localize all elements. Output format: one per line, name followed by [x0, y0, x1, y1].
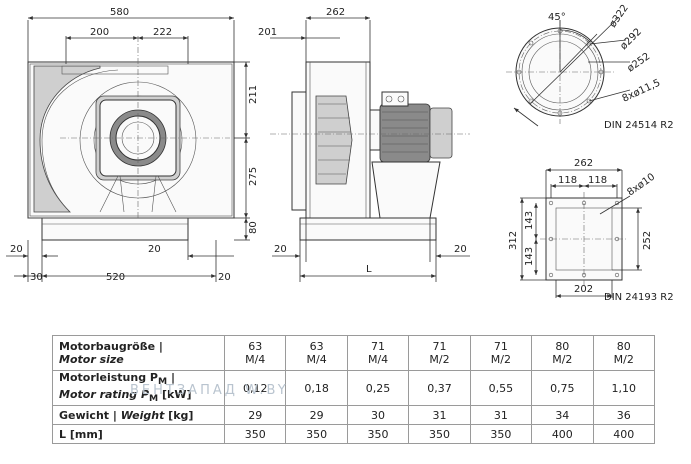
cell-motor-rating: 0,12	[223, 369, 287, 407]
flange-d292: ø292	[618, 27, 644, 53]
sq-flange-252: 252	[642, 231, 653, 250]
front-view	[27, 36, 235, 241]
cell-motor-rating: 0,25	[346, 369, 410, 407]
dim-front-275: 275	[248, 167, 259, 186]
cell-length: 350	[285, 424, 348, 445]
round-flange: 45° ø322 ø292 ø252 8xø11,5 DIN 24514 R2	[506, 3, 674, 131]
dim-side-20-left: 20	[274, 244, 287, 255]
table-row: Motorleistung PM | Motor rating PM [kW] …	[52, 369, 656, 407]
flange-square-ref: DIN 24193 R2	[604, 292, 674, 303]
watermark: ВЕНТЗАПАД W.BY	[130, 383, 289, 398]
square-flange: 262 118 118 8xø10 312 143 143 252 202 DI…	[508, 158, 674, 303]
row-label-motor-rating: Motorleistung PM | Motor rating PM [kW]	[52, 369, 225, 407]
front-view-dimensions: 580 200 222 211 275 80 20 20 30 520 20	[6, 7, 259, 283]
cell-motor-rating: 0,75	[531, 369, 594, 407]
sq-flange-118-left: 118	[558, 175, 577, 186]
cell-length: 350	[408, 424, 471, 445]
row-label-weight: Gewicht | Weight [kg]	[52, 405, 225, 426]
cell-length: 400	[592, 424, 656, 445]
dim-side-20-right: 20	[454, 244, 467, 255]
cell-weight: 29	[223, 405, 287, 426]
cell-length: 350	[346, 424, 410, 445]
dim-front-width: 580	[110, 7, 129, 18]
cell-weight: 30	[346, 405, 410, 426]
dim-front-520: 520	[106, 272, 125, 283]
sq-flange-143-top: 143	[524, 211, 535, 230]
cell-motor-rating: 0,37	[408, 369, 471, 407]
sq-flange-312: 312	[508, 231, 519, 250]
table-row: Gewicht | Weight [kg] 29 29 30 31 31 34 …	[52, 405, 656, 426]
dim-front-211: 211	[248, 85, 259, 104]
flange-d322: ø322	[607, 3, 630, 30]
cell-length: 350	[469, 424, 533, 445]
dim-side-201: 201	[258, 27, 277, 38]
dim-side-262: 262	[326, 7, 345, 18]
dim-front-right: 222	[153, 27, 172, 38]
cell-weight: 34	[531, 405, 594, 426]
cell-weight: 31	[408, 405, 471, 426]
dim-side-L: L	[366, 264, 372, 275]
table-row: L [mm] 350 350 350 350 350 400 400	[52, 424, 656, 445]
flange-angle-45: 45°	[548, 12, 566, 23]
dim-front-20-left: 20	[10, 244, 23, 255]
sq-flange-118-right: 118	[588, 175, 607, 186]
cell-weight: 31	[469, 405, 533, 426]
dim-front-80: 80	[248, 221, 259, 234]
sq-flange-holes-8x10: 8xø10	[625, 172, 657, 199]
side-view-dimensions: 262 201 20 20 L	[258, 7, 470, 282]
flange-holes-8x11-5: 8xø11,5	[621, 78, 663, 105]
cell-length: 350	[223, 424, 287, 445]
row-label-length: L [mm]	[52, 424, 225, 445]
dim-front-30: 30	[30, 272, 43, 283]
cell-motor-rating: 1,10	[592, 369, 656, 407]
cell-motor-rating: 0,55	[469, 369, 533, 407]
dim-front-20-bottom: 20	[218, 272, 231, 283]
flange-round-ref: DIN 24514 R2	[604, 120, 674, 131]
cell-motor-rating: 0,18	[285, 369, 348, 407]
cell-weight: 36	[592, 405, 656, 426]
sq-flange-202: 202	[574, 284, 593, 295]
cell-weight: 29	[285, 405, 348, 426]
sq-flange-143-bottom: 143	[524, 247, 535, 266]
dim-front-20-right: 20	[148, 244, 161, 255]
side-view	[270, 61, 470, 241]
flange-d252: ø252	[625, 51, 652, 74]
sq-flange-262: 262	[574, 158, 593, 169]
dim-front-left: 200	[90, 27, 109, 38]
cell-length: 400	[531, 424, 594, 445]
row-label-motor-size: Motorbaugröße | Motor size	[52, 335, 225, 371]
